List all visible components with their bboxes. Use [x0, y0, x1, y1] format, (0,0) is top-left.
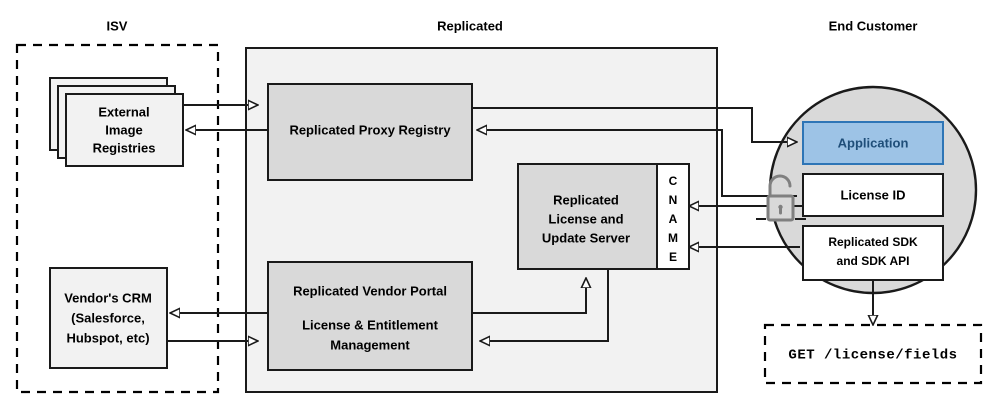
- cname-letter-5: E: [669, 250, 677, 264]
- replicated-proxy-registry-label: Replicated Proxy Registry: [289, 122, 451, 137]
- node-get-license-fields: GET /license/fields: [763, 323, 983, 385]
- get-license-fields-box: [763, 323, 983, 385]
- node-vendors-crm: Vendor's CRM (Salesforce, Hubspot, etc): [49, 267, 168, 369]
- get-license-fields-label: GET /license/fields: [788, 348, 957, 364]
- vendors-crm-line-2: (Salesforce,: [71, 310, 145, 325]
- connector-license-server-to-vendor-portal: [480, 268, 609, 341]
- replicated-sdk-line-1: Replicated SDK: [828, 235, 918, 249]
- application-box: [802, 121, 944, 165]
- license-id-box: [802, 173, 944, 217]
- zone-label-isv: ISV: [107, 18, 128, 33]
- application-label: Application: [838, 135, 909, 150]
- replicated-vendor-portal-box: [267, 261, 473, 371]
- cname-letter-1: C: [669, 174, 678, 188]
- connector-customer-to-proxy-registry: [477, 130, 797, 197]
- cname-sidebar: [656, 163, 690, 270]
- cname-letter-3: A: [669, 212, 678, 226]
- unlock-icon: [766, 174, 795, 222]
- external-image-registries-box: [65, 93, 184, 167]
- vendors-crm-box: [49, 267, 168, 369]
- cname-letter-4: M: [668, 231, 678, 245]
- external-image-registries-line-2: Image: [105, 122, 143, 137]
- replicated-proxy-registry-box: [267, 83, 473, 181]
- node-replicated-vendor-portal: Replicated Vendor Portal License & Entit…: [267, 261, 473, 371]
- node-replicated-proxy-registry: Replicated Proxy Registry: [267, 83, 473, 181]
- replicated-license-server-line-3: Update Server: [542, 230, 630, 245]
- zone-label-end-customer: End Customer: [829, 18, 918, 33]
- vendors-crm-line-3: Hubspot, etc): [66, 330, 149, 345]
- node-replicated-license-and-update-server: Replicated License and Update Server C N…: [517, 163, 690, 270]
- external-image-registries-line-3: Registries: [93, 140, 156, 155]
- zone-isv-boundary: [15, 43, 220, 394]
- replicated-license-server-box: [517, 163, 669, 270]
- replicated-license-server-line-1: Replicated: [553, 192, 619, 207]
- node-replicated-sdk: Replicated SDK and SDK API: [802, 225, 944, 281]
- license-id-label: License ID: [840, 187, 905, 202]
- replicated-vendor-portal-line-3: Management: [330, 337, 410, 352]
- zone-label-replicated: Replicated: [437, 18, 503, 33]
- node-application: Application: [802, 121, 944, 165]
- node-external-image-registries: External Image Registries: [49, 77, 184, 167]
- external-image-registries-line-1: External: [98, 104, 149, 119]
- replicated-vendor-portal-line-2: License & Entitlement: [302, 317, 438, 332]
- replicated-sdk-line-2: and SDK API: [837, 254, 910, 268]
- replicated-license-server-line-2: License and: [548, 211, 623, 226]
- connector-proxy-registry-to-application: [472, 107, 797, 142]
- vendors-crm-line-1: Vendor's CRM: [64, 290, 152, 305]
- replicated-vendor-portal-line-1: Replicated Vendor Portal: [293, 283, 447, 298]
- cname-letter-2: N: [669, 193, 678, 207]
- connector-vendor-portal-to-license-server: [472, 278, 586, 314]
- node-license-id: License ID: [802, 173, 944, 217]
- replicated-sdk-box: [802, 225, 944, 281]
